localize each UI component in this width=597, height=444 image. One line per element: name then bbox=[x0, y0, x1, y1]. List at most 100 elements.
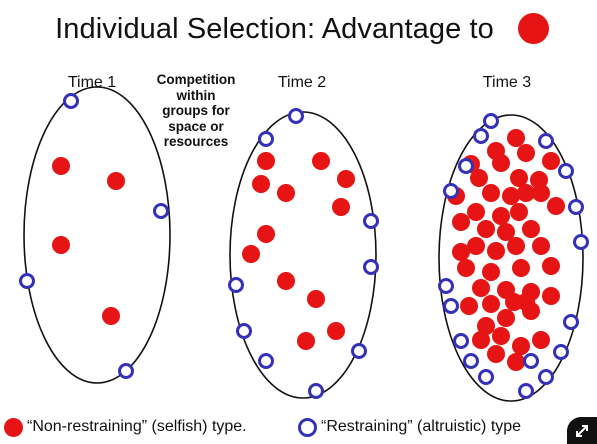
altruistic-individual bbox=[288, 108, 304, 124]
selfish-individual bbox=[470, 169, 488, 187]
selfish-individual bbox=[547, 197, 565, 215]
time-1-label: Time 1 bbox=[67, 74, 117, 91]
group-boundary bbox=[23, 86, 171, 384]
legend-selfish-label: “Non-restraining” (selfish) type. bbox=[27, 418, 247, 435]
group-boundary bbox=[438, 114, 584, 402]
selfish-individual bbox=[507, 353, 525, 371]
selfish-individual bbox=[532, 237, 550, 255]
selfish-individual bbox=[337, 170, 355, 188]
selfish-individual bbox=[312, 152, 330, 170]
altruistic-individual bbox=[568, 199, 584, 215]
annotation-line: resources bbox=[163, 134, 229, 149]
altruistic-individual bbox=[573, 234, 589, 250]
selfish-individual bbox=[297, 332, 315, 350]
selfish-dot-icon bbox=[4, 417, 23, 437]
altruistic-individual bbox=[478, 369, 494, 385]
selfish-individual bbox=[532, 184, 550, 202]
altruistic-individual bbox=[463, 353, 479, 369]
altruistic-individual bbox=[563, 314, 579, 330]
selfish-individual bbox=[252, 175, 270, 193]
selfish-individual bbox=[472, 331, 490, 349]
altruistic-individual bbox=[558, 163, 574, 179]
expand-button[interactable] bbox=[567, 417, 597, 444]
legend-altruistic: “Restraining” (altruistic) type bbox=[298, 414, 521, 440]
annotation-line: groups for bbox=[162, 103, 230, 118]
selfish-individual bbox=[507, 237, 525, 255]
selfish-individual bbox=[497, 223, 515, 241]
selfish-individual bbox=[492, 207, 510, 225]
selfish-individual bbox=[277, 272, 295, 290]
selfish-individual bbox=[277, 184, 295, 202]
altruistic-individual bbox=[538, 369, 554, 385]
selfish-individual bbox=[332, 198, 350, 216]
altruistic-individual bbox=[63, 93, 79, 109]
altruistic-individual bbox=[363, 213, 379, 229]
selfish-individual bbox=[457, 259, 475, 277]
altruistic-individual bbox=[453, 333, 469, 349]
competition-annotation: Competition within groups for space or r… bbox=[138, 72, 254, 150]
altruistic-individual bbox=[438, 278, 454, 294]
selfish-individual bbox=[482, 295, 500, 313]
selfish-individual bbox=[542, 287, 560, 305]
group-time-2 bbox=[228, 108, 379, 399]
selfish-individual bbox=[502, 187, 520, 205]
selfish-individual bbox=[497, 309, 515, 327]
altruistic-individual bbox=[458, 158, 474, 174]
selfish-individual bbox=[542, 152, 560, 170]
altruistic-individual bbox=[538, 133, 554, 149]
time-2-label: Time 2 bbox=[277, 74, 327, 91]
selfish-individual bbox=[487, 242, 505, 260]
selfish-individual bbox=[482, 263, 500, 281]
selfish-individual bbox=[452, 243, 470, 261]
title-red-dot bbox=[518, 13, 549, 44]
annotation-line: space or bbox=[168, 118, 224, 134]
time-3-label: Time 3 bbox=[482, 74, 532, 91]
expand-arrows-icon bbox=[576, 425, 588, 437]
selfish-individual bbox=[512, 337, 530, 355]
selfish-individual bbox=[307, 290, 325, 308]
selfish-individual bbox=[52, 157, 70, 175]
selfish-individual bbox=[507, 129, 525, 147]
selfish-individual bbox=[542, 257, 560, 275]
selfish-individual bbox=[492, 154, 510, 172]
selfish-individual bbox=[512, 259, 530, 277]
altruistic-individual bbox=[483, 113, 499, 129]
selfish-individual bbox=[510, 169, 528, 187]
selfish-individual bbox=[517, 184, 535, 202]
legend-altruistic-label: “Restraining” (altruistic) type bbox=[321, 418, 522, 435]
altruistic-individual bbox=[363, 259, 379, 275]
selfish-individual bbox=[467, 237, 485, 255]
altruistic-individual bbox=[118, 363, 134, 379]
altruistic-individual bbox=[518, 383, 534, 399]
altruistic-individual bbox=[523, 353, 539, 369]
altruistic-individual bbox=[308, 383, 324, 399]
altruistic-ring-icon bbox=[298, 417, 317, 437]
selfish-individual bbox=[467, 203, 485, 221]
altruistic-individual bbox=[553, 344, 569, 360]
altruistic-individual bbox=[153, 203, 169, 219]
group-boundary bbox=[229, 111, 377, 399]
group-time-1 bbox=[19, 86, 171, 384]
selfish-individual bbox=[532, 331, 550, 349]
selfish-individual bbox=[460, 297, 478, 315]
altruistic-individual bbox=[443, 298, 459, 314]
altruistic-individual bbox=[258, 131, 274, 147]
selfish-individual bbox=[477, 317, 495, 335]
legend-selfish: “Non-restraining” (selfish) type. bbox=[4, 414, 247, 440]
altruistic-individual bbox=[236, 323, 252, 339]
selfish-individual bbox=[102, 307, 120, 325]
selfish-individual bbox=[517, 144, 535, 162]
selfish-individual bbox=[472, 279, 490, 297]
selfish-individual bbox=[107, 172, 125, 190]
slide-title: Individual Selection: Advantage to bbox=[55, 13, 494, 45]
altruistic-individual bbox=[443, 183, 459, 199]
selfish-individual bbox=[522, 302, 540, 320]
selfish-individual bbox=[510, 203, 528, 221]
selfish-individual bbox=[492, 327, 510, 345]
selfish-individual bbox=[452, 213, 470, 231]
selfish-individual bbox=[52, 236, 70, 254]
annotation-line: within bbox=[176, 87, 216, 103]
altruistic-individual bbox=[351, 343, 367, 359]
